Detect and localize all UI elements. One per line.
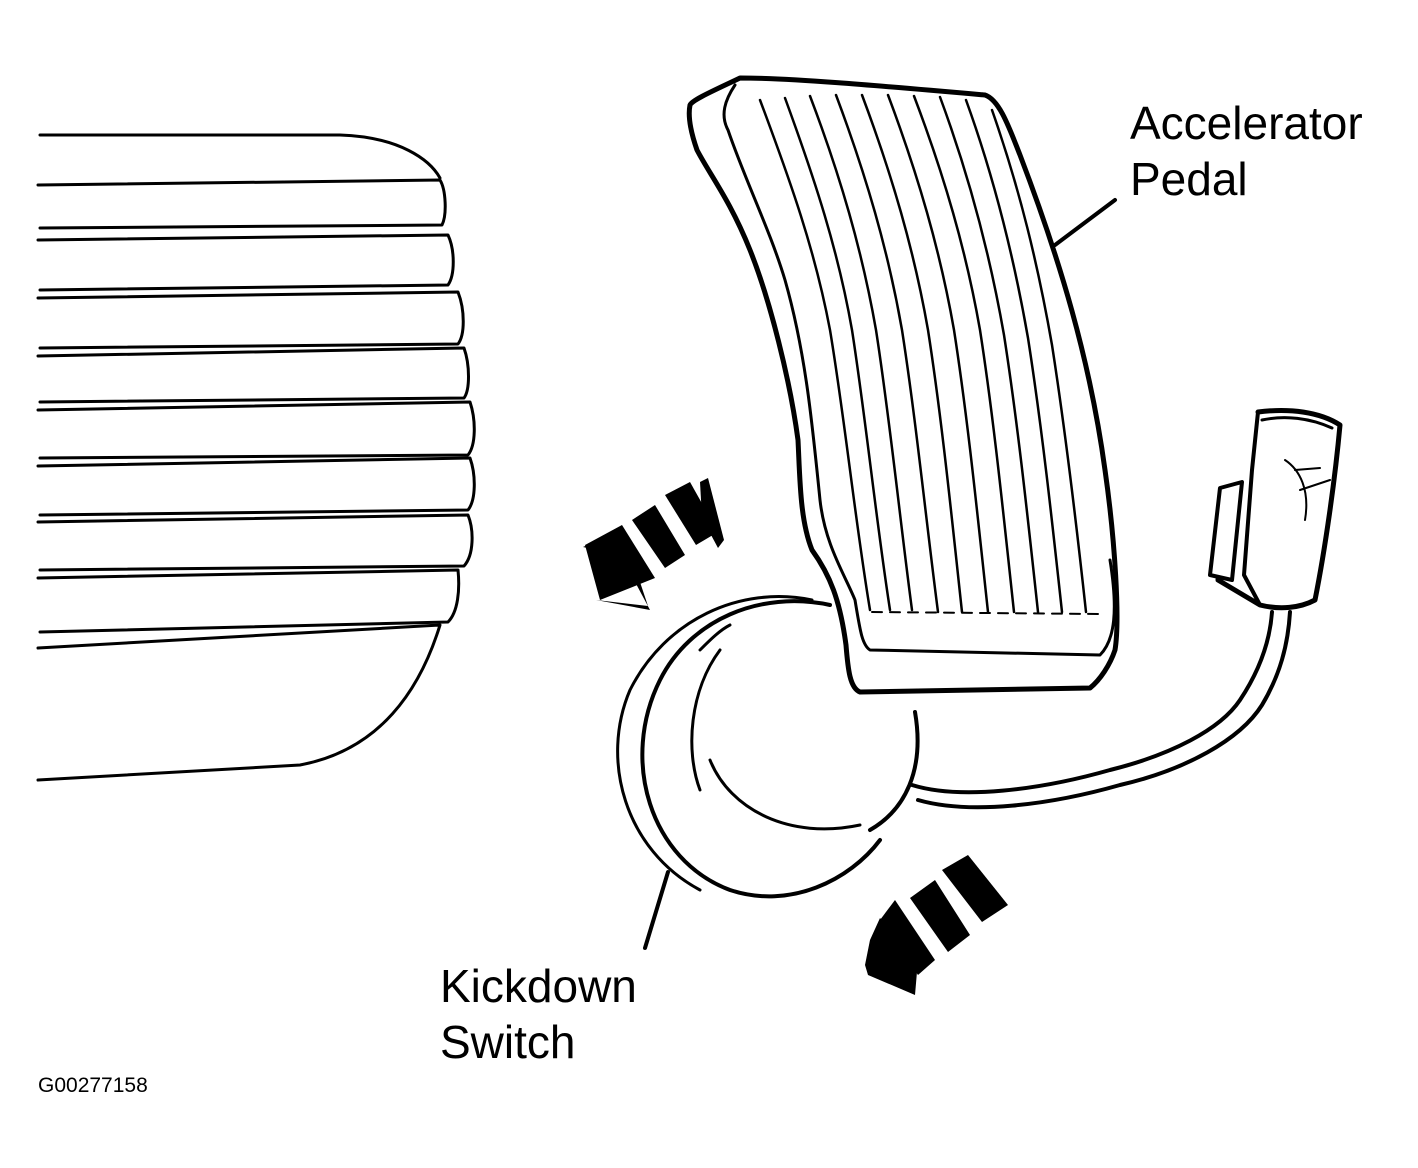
accelerator-leader-line [1053,198,1117,247]
floor-panel [36,133,476,782]
wire-harness [910,610,1292,810]
accelerator-label-line-2: Pedal [1130,153,1248,205]
kickdown-label-line-2: Switch [440,1016,576,1068]
accelerator-pedal [686,75,1120,695]
accelerator-label-line-1: Accelerator [1130,97,1363,149]
kickdown-switch-label: Kickdown Switch [440,958,637,1070]
kickdown-switch [616,595,920,899]
kickdown-leader-line [643,870,670,950]
motion-arrow-lower [865,855,1008,995]
figure-id: G00277158 [38,1074,148,1097]
motion-arrow-upper [583,478,724,610]
electrical-connector [1208,408,1343,611]
accelerator-pedal-label: Accelerator Pedal [1130,95,1363,207]
kickdown-label-line-1: Kickdown [440,960,637,1012]
